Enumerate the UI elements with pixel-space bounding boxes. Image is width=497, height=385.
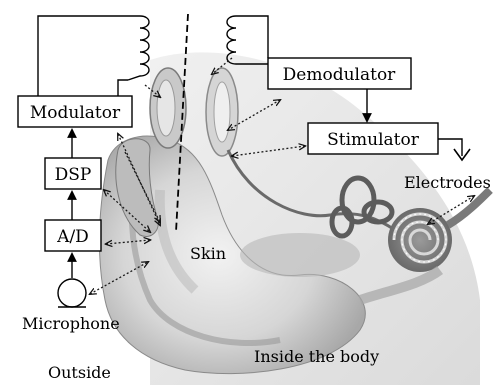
external-coil-icon (128, 16, 149, 80)
outside-label: Outside (48, 363, 111, 382)
cochlea (388, 208, 452, 272)
modulator-label: Modulator (30, 103, 121, 123)
microphone-label: Microphone (22, 314, 120, 333)
ad-label: A/D (56, 227, 89, 247)
demodulator-label: Demodulator (283, 65, 397, 85)
skin-label: Skin (190, 244, 226, 263)
stimulator-label: Stimulator (327, 130, 420, 150)
dsp-label: DSP (55, 165, 92, 185)
microphone-icon (58, 279, 86, 307)
inside-body-label: Inside the body (254, 347, 379, 366)
electrodes-label: Electrodes (404, 173, 491, 192)
ear-anatomy-illustration (99, 52, 490, 385)
